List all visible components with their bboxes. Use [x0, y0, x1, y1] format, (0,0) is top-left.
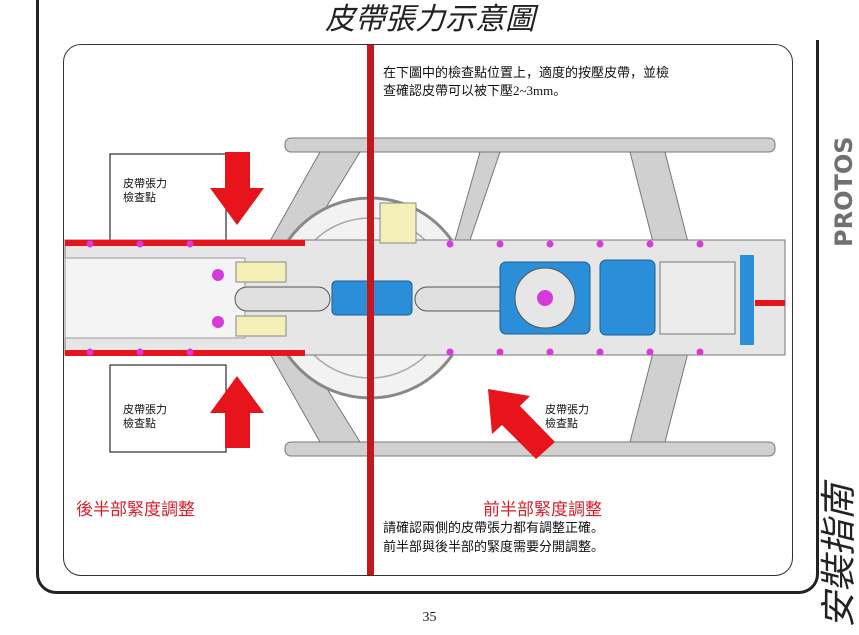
- brand-text: PROTOS: [830, 136, 858, 247]
- diagram-frame: [63, 44, 793, 576]
- check-point-label-upper-left: 皮帶張力 檢查點: [123, 178, 167, 204]
- protos-logo: PROTOS: [830, 136, 858, 247]
- check-point-label-right: 皮帶張力 檢查點: [545, 404, 589, 430]
- instruction-note: 在下圖中的檢查點位置上，適度的按壓皮帶，並檢 查確認皮帶可以被下壓2~3mm。: [383, 65, 670, 98]
- page-title: 皮帶張力示意圖: [40, 0, 820, 40]
- installation-guide-title: 安裝指南: [819, 479, 859, 628]
- side-title-text: 安裝指南: [819, 479, 859, 628]
- helicopter-frame-diagram: [64, 45, 786, 575]
- page-frame: [36, 0, 819, 594]
- adjust-note: 請確認兩側的皮帶張力都有調整正確。 前半部與後半部的緊度需要分開調整。: [383, 520, 605, 554]
- check-point-label-lower-left: 皮帶張力 檢查點: [123, 404, 167, 430]
- rear-adjust-heading: 後半部緊度調整: [76, 500, 195, 519]
- front-adjust-heading: 前半部緊度調整: [483, 500, 602, 519]
- page-number: 35: [422, 610, 437, 625]
